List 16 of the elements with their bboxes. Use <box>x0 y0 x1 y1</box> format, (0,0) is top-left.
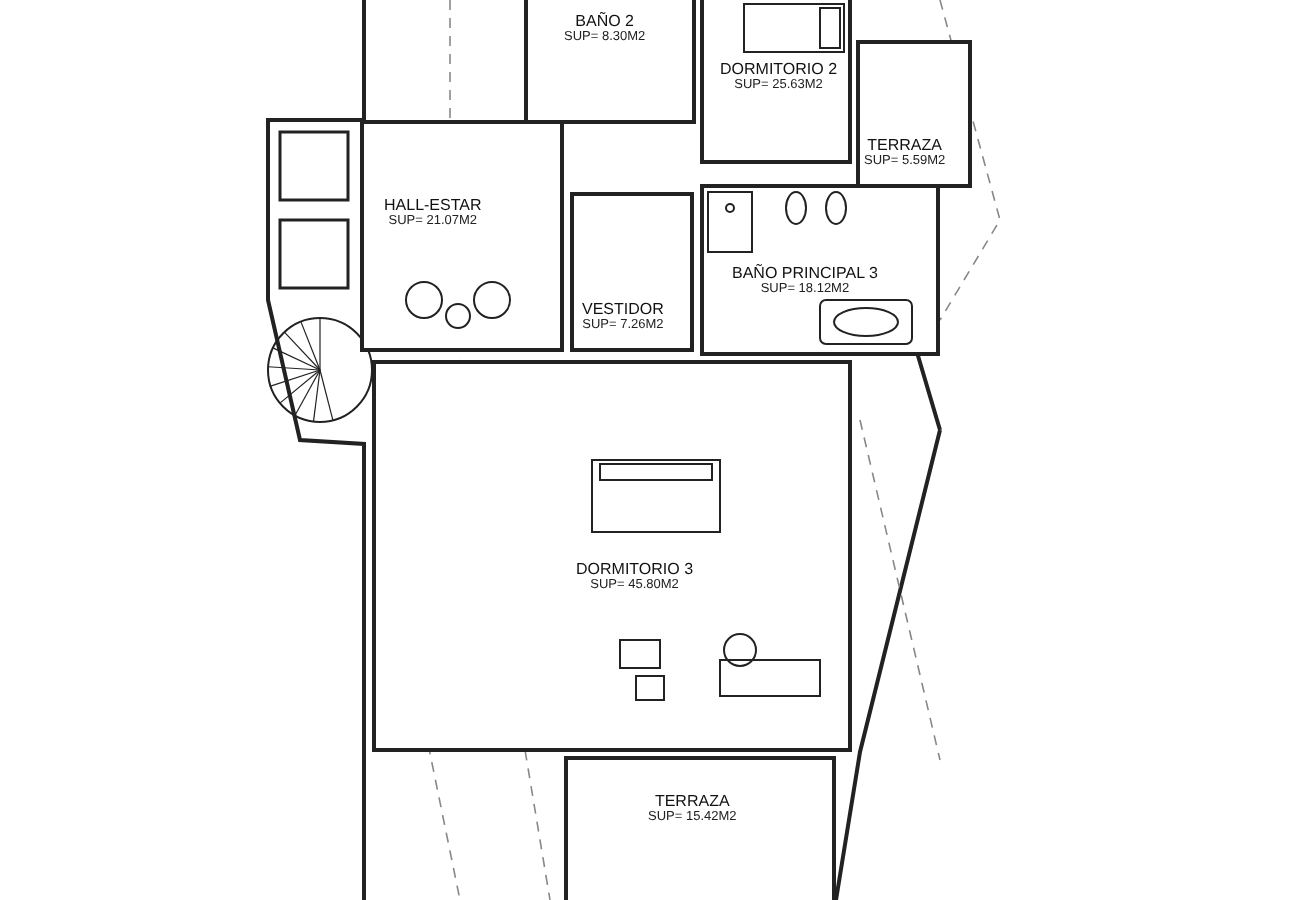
room <box>856 40 972 188</box>
room <box>564 756 836 900</box>
room <box>700 184 940 356</box>
room-name: TERRAZA <box>865 136 944 155</box>
room <box>570 192 694 352</box>
room-name: DORMITORIO 3 <box>576 560 694 579</box>
room-name: BAÑO PRINCIPAL 3 <box>732 264 878 283</box>
room-name: DORMITORIO 2 <box>720 60 838 79</box>
room <box>372 360 852 752</box>
room <box>524 0 696 124</box>
room <box>700 0 852 164</box>
room-name: HALL-ESTAR <box>384 196 482 215</box>
room-name: TERRAZA <box>652 792 732 811</box>
room <box>360 120 564 352</box>
room-name: VESTIDOR <box>582 300 664 319</box>
room-name: BAÑO 2 <box>573 12 636 31</box>
